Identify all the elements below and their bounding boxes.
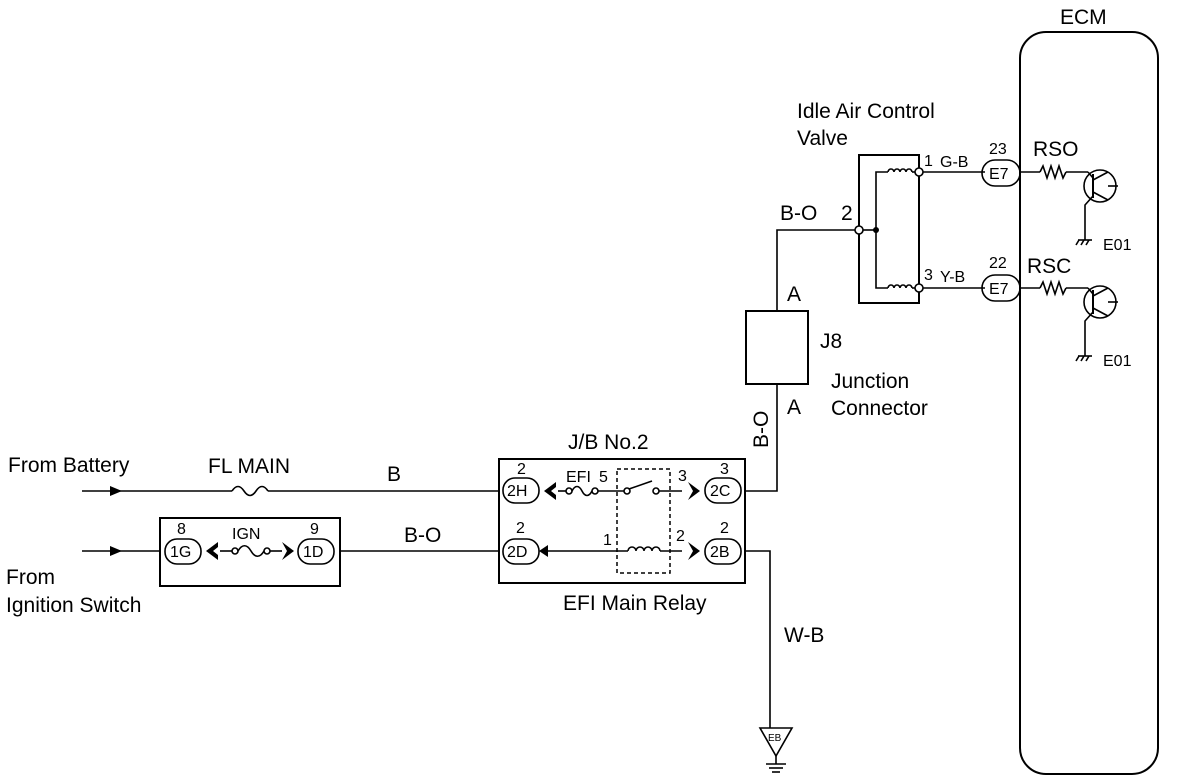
- chevron-2d-icon: [539, 545, 548, 557]
- chevron-2b-icon: [688, 542, 700, 560]
- chevron-2h-icon: [544, 482, 556, 500]
- relay-pin-3-label: 3: [678, 468, 687, 485]
- j8-bottom-pin: A: [787, 396, 801, 419]
- jb-subtitle: EFI Main Relay: [563, 592, 707, 615]
- iacv-name-1: Idle Air Control: [797, 100, 935, 123]
- efi-relay: [616, 468, 671, 574]
- ign-block: [159, 517, 341, 587]
- wire-bo-top-label: B-O: [780, 202, 817, 225]
- rso-label: RSO: [1033, 138, 1079, 161]
- iacv-pin-1: 1: [924, 153, 933, 170]
- connector-1g-label: 1G: [170, 544, 191, 561]
- j8-top-pin: A: [787, 283, 801, 306]
- jb-title: J/B No.2: [568, 431, 649, 454]
- ign-fuse-label: IGN: [232, 526, 260, 543]
- pin-9-label: 9: [310, 521, 319, 538]
- wire-b-label: B: [387, 463, 401, 486]
- connector-2d: [502, 538, 540, 565]
- connector-1d: [297, 538, 335, 565]
- from-battery-label: From Battery: [8, 454, 130, 477]
- efi-pin-label: 5: [599, 469, 608, 486]
- connector-2h-label: 2H: [507, 483, 527, 500]
- pin-2c-label: 3: [720, 461, 729, 478]
- rsc-resistor-icon: [1039, 279, 1067, 297]
- pin-2h-label: 2: [517, 461, 526, 478]
- e01-bottom-label: E01: [1103, 353, 1132, 370]
- iacv-pin-3: 3: [924, 267, 933, 284]
- efi-fuse-label: EFI: [566, 469, 591, 486]
- connector-e7-top: [981, 159, 1021, 187]
- chevron-1g-icon: [206, 542, 218, 560]
- pin-2d-label: 2: [516, 520, 525, 537]
- e01-top-label: E01: [1103, 237, 1132, 254]
- from-ignition-label-2: Ignition Switch: [6, 594, 141, 617]
- j8-label: J8: [820, 330, 842, 353]
- connector-2b: [704, 538, 742, 565]
- rsc-label: RSC: [1027, 255, 1071, 278]
- junction-connector-j8: [745, 310, 809, 385]
- pin-2b-label: 2: [720, 520, 729, 537]
- relay-pin-2-label: 2: [676, 528, 685, 545]
- iacv-coil-bottom-icon: [887, 284, 913, 289]
- connector-e7-top-label: E7: [989, 166, 1009, 183]
- wire-bo-vertical-label: B-O: [750, 411, 773, 448]
- connector-2h: [502, 477, 540, 504]
- jb-box: [498, 458, 746, 584]
- connector-2c-label: 2C: [710, 483, 730, 500]
- iacv-box: [858, 154, 920, 304]
- connector-e7-bottom-label: E7: [989, 281, 1009, 298]
- connector-1d-label: 1D: [303, 544, 323, 561]
- wire-gb-label: G-B: [940, 154, 968, 171]
- connector-2d-label: 2D: [507, 544, 527, 561]
- ecm-title: ECM: [1060, 6, 1107, 29]
- ground-eb-icon: [758, 727, 794, 758]
- ignition-line: [82, 546, 160, 556]
- connector-2c: [704, 477, 742, 504]
- fl-main-label: FL MAIN: [208, 455, 290, 478]
- rso-resistor-icon: [1039, 163, 1067, 181]
- iacv-name-2: Valve: [797, 127, 848, 150]
- junction-name-1: Junction: [831, 370, 909, 393]
- battery-line: [82, 485, 499, 497]
- wire-bo-bottom-label: B-O: [404, 524, 441, 547]
- relay-pin-1-label: 1: [603, 532, 612, 549]
- ground-eb-label: EB: [768, 733, 782, 744]
- connector-1g: [164, 538, 202, 565]
- iacv-pin-2: 2: [841, 202, 853, 225]
- connector-e7-bottom-pin: 22: [989, 255, 1007, 272]
- junction-name-2: Connector: [831, 397, 928, 420]
- chevron-2c-icon: [688, 482, 700, 500]
- ecm-box: [1019, 31, 1159, 775]
- from-ignition-label-1: From: [6, 566, 55, 589]
- pin-8-label: 8: [177, 521, 186, 538]
- iacv-coil-top-icon: [887, 168, 913, 173]
- chevron-1d-icon: [282, 542, 294, 560]
- connector-e7-top-pin: 23: [989, 141, 1007, 158]
- wire-yb-label: Y-B: [940, 269, 965, 286]
- wire-wb-label: W-B: [784, 624, 824, 647]
- relay-coil-icon: [627, 546, 661, 552]
- connector-2b-label: 2B: [710, 544, 730, 561]
